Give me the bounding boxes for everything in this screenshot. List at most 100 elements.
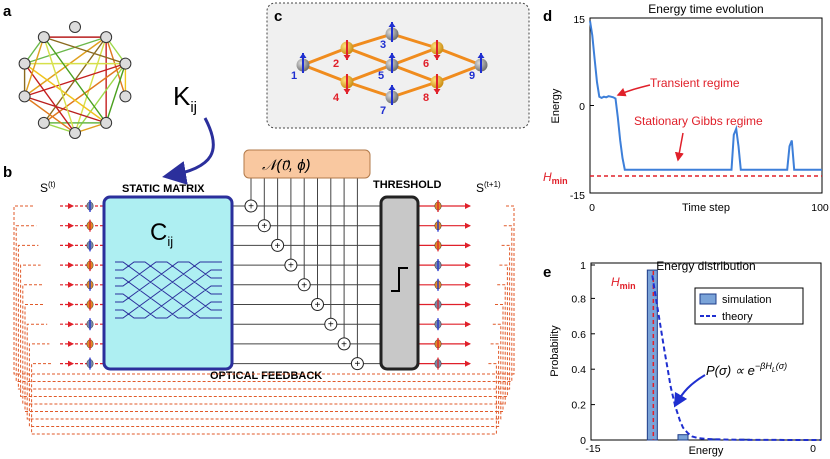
panel-b-label: b xyxy=(3,164,12,181)
feedback-loop xyxy=(22,284,506,405)
adder-symbol: + xyxy=(315,300,321,311)
lattice-bond xyxy=(346,80,393,99)
input-arrowhead xyxy=(68,360,74,367)
adder-circle xyxy=(257,219,271,233)
chart-e-frame xyxy=(590,262,822,441)
feedback-loop xyxy=(13,205,515,375)
graph-node xyxy=(37,116,50,129)
legend-label-theory: theory xyxy=(722,311,753,323)
lattice-bond xyxy=(346,46,393,67)
kij-label: Kij xyxy=(173,81,197,116)
lattice-bond xyxy=(302,63,348,84)
lattice-bond xyxy=(302,46,348,67)
threshold-label: THRESHOLD xyxy=(373,179,442,191)
noise-adders: +++++++++ xyxy=(244,199,364,371)
site-label: 9 xyxy=(469,70,475,82)
s-out-label: S(t+1) xyxy=(476,180,501,195)
adder-circle xyxy=(337,337,351,351)
chart-d-plot xyxy=(589,17,822,194)
chart-d-xtick-1: 0 xyxy=(589,202,595,214)
site-label: 4 xyxy=(333,92,340,104)
output-arrowhead xyxy=(465,281,471,288)
lattice-bond xyxy=(391,32,438,50)
output-arrowhead xyxy=(465,242,471,249)
static-matrix-label: STATIC MATRIX xyxy=(122,183,205,195)
chart-e-ytick-label: 1 xyxy=(580,260,586,272)
chart-e-ytick-label: 0.4 xyxy=(571,364,586,376)
optical-feedback-label: OPTICAL FEEDBACK xyxy=(210,370,322,382)
feedback-loop xyxy=(26,323,502,420)
chart-e-legend: simulation theory xyxy=(694,287,804,325)
noise-label: 𝒩(0⃗, ϕ) xyxy=(262,157,311,174)
static-matrix-box xyxy=(102,195,234,371)
output-arrowhead xyxy=(465,360,471,367)
output-spins xyxy=(434,200,471,370)
s-in-label: S(t) xyxy=(40,180,56,195)
chart-d-ytick-1: 15 xyxy=(573,14,585,26)
panel-a: a Kij xyxy=(3,3,215,185)
adder-circle xyxy=(324,317,338,331)
input-arrowhead xyxy=(68,281,74,288)
chart-e-formula-arrow xyxy=(673,374,706,408)
chart-e-plot xyxy=(646,269,821,441)
spin-arrowhead xyxy=(299,53,307,58)
graph-edge xyxy=(43,36,126,65)
feedback-loops xyxy=(13,205,515,435)
input-arrowhead xyxy=(68,242,74,249)
graph-node xyxy=(100,116,113,129)
feedback-loop xyxy=(24,304,504,412)
adder-symbol: + xyxy=(341,339,347,350)
graph-edge xyxy=(23,36,45,97)
output-arrowhead xyxy=(465,262,471,269)
adder-circle xyxy=(297,278,311,292)
chart-d-transient-arrow xyxy=(616,84,651,97)
input-arrowhead xyxy=(68,203,74,209)
graph-edge xyxy=(105,63,127,124)
chart-d-gibbs-arrow xyxy=(674,132,684,162)
graph-node xyxy=(18,57,31,70)
input-arrowhead xyxy=(68,262,74,269)
feedback-loop xyxy=(31,363,497,435)
noise-source-box xyxy=(243,149,371,179)
spin-arrowhead xyxy=(343,55,351,60)
graph-node xyxy=(119,57,132,70)
lattice-bond xyxy=(436,63,482,84)
chart-e-title: Energy distribution xyxy=(656,259,755,273)
input-spins xyxy=(68,200,94,370)
chart-e-ylabel: Probability xyxy=(549,325,561,377)
lattice-bond xyxy=(391,46,438,67)
lattice-bond xyxy=(346,63,393,84)
chart-e-ytick-label: 0.2 xyxy=(571,400,586,412)
adder-symbol: + xyxy=(248,202,254,213)
chart-e-hmin-label: Hmin xyxy=(611,275,636,291)
adder-circle xyxy=(271,238,285,252)
mesh-paths xyxy=(115,261,222,319)
graph-node xyxy=(100,31,113,44)
chart-d-series-line xyxy=(589,20,822,171)
legend-label-simulation: simulation xyxy=(722,294,772,306)
site-label: 5 xyxy=(378,70,384,82)
step-function-icon xyxy=(391,267,408,292)
legend-swatch-simulation xyxy=(699,293,717,305)
panel-d-label: d xyxy=(543,8,552,25)
panel-a-label: a xyxy=(3,3,12,20)
site-label: 7 xyxy=(380,105,386,117)
chart-d-xtick-2: 100 xyxy=(811,202,829,214)
adder-symbol: + xyxy=(354,359,360,370)
spin-arrowhead xyxy=(477,53,485,58)
adder-circle xyxy=(284,258,298,272)
lattice-bond xyxy=(391,63,438,84)
spin-arrowhead xyxy=(343,89,351,94)
spin-arrowhead xyxy=(433,55,441,60)
cij-label: Cij xyxy=(150,219,173,249)
feedback-loop xyxy=(17,244,511,390)
input-arrowhead xyxy=(68,222,74,229)
chart-e-ytick-label: 0.8 xyxy=(571,293,586,305)
panel-e-label: e xyxy=(543,264,551,281)
adder-circle xyxy=(311,298,324,311)
adder-circle xyxy=(350,357,364,371)
spin-arrowhead xyxy=(433,89,441,94)
chart-d-title: Energy time evolution xyxy=(648,2,763,16)
